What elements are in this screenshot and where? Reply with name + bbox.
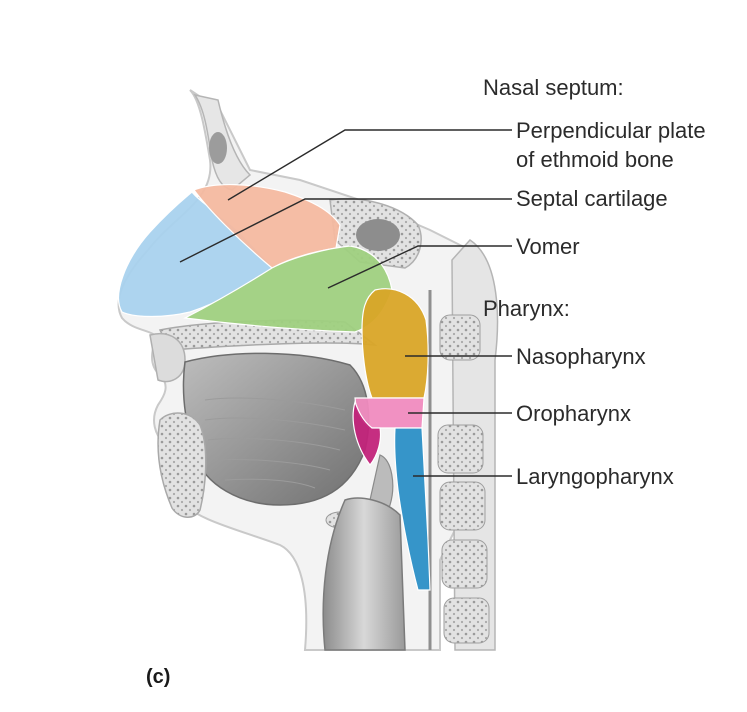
label-perpendicular-plate-line1: Perpendicular plate	[516, 118, 706, 143]
label-oropharynx: Oropharynx	[516, 401, 631, 426]
leader-septal-cartilage	[179, 198, 512, 263]
labels: Nasal septum: Perpendicular plate of eth…	[146, 75, 706, 688]
frontal-sinus	[209, 132, 227, 164]
head-section	[117, 89, 499, 651]
larynx	[322, 497, 406, 651]
label-perpendicular-plate-line2: of ethmoid bone	[516, 147, 674, 172]
label-vomer: Vomer	[516, 234, 580, 259]
label-laryngopharynx: Laryngopharynx	[516, 464, 674, 489]
nasopharynx-region	[361, 288, 429, 399]
mandible	[157, 412, 207, 518]
pharynx-heading: Pharynx:	[483, 296, 570, 321]
tongue-fibers	[204, 397, 346, 489]
label-septal-cartilage: Septal cartilage	[516, 186, 668, 211]
nasal-septum-heading: Nasal septum:	[483, 75, 624, 100]
laryngopharynx-region	[394, 427, 431, 591]
colored-structures	[118, 184, 431, 591]
leader-lines	[179, 129, 512, 477]
leader-perpendicular-plate	[227, 129, 512, 201]
upper-lip	[149, 333, 186, 383]
panel-label: (c)	[146, 666, 170, 688]
label-nasopharynx: Nasopharynx	[516, 344, 646, 369]
leader-vomer	[327, 245, 512, 289]
sphenoid-sinus	[356, 219, 400, 251]
oropharynx-deep-region	[352, 400, 382, 466]
